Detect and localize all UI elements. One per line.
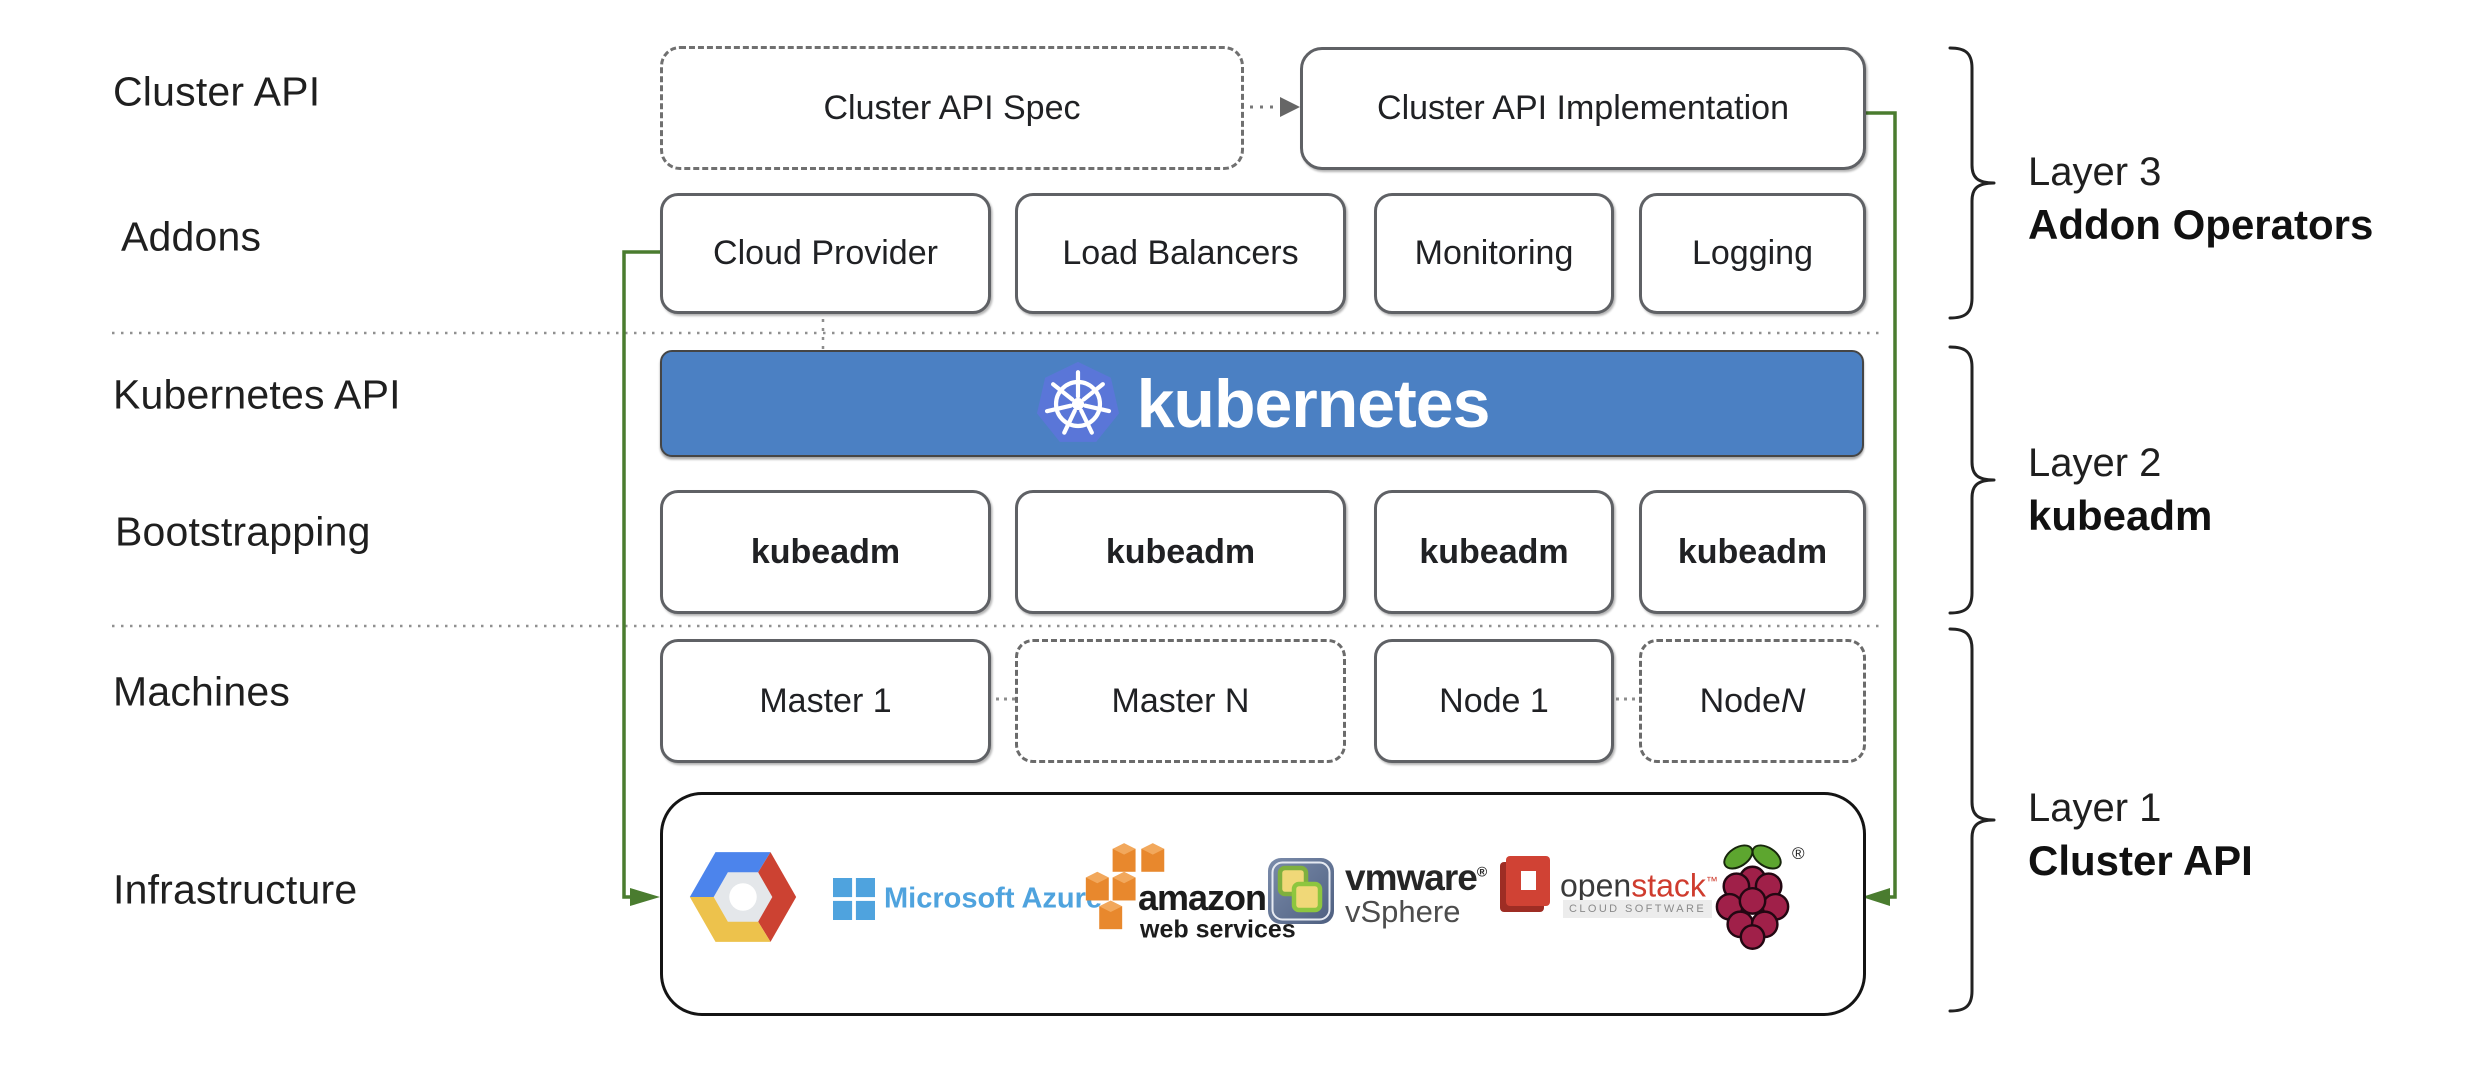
layer-2-bracket — [1948, 345, 1996, 615]
openstack-subtitle: CLOUD SOFTWARE — [1563, 900, 1713, 918]
box-node-n: Node ​N — [1639, 639, 1866, 763]
box-master-1: Master 1 — [660, 639, 991, 763]
box-kubeadm-4: kubeadm — [1639, 490, 1866, 614]
google-cloud-icon — [688, 848, 798, 946]
raspberry-pi-icon — [1712, 840, 1794, 954]
aws-cubes-icon — [1082, 843, 1170, 935]
arrow-spec-to-implementation — [1240, 97, 1300, 117]
layer-3-bracket — [1948, 46, 1996, 320]
layer-1-bracket — [1948, 627, 1996, 1013]
vsphere-label: vSphere — [1345, 894, 1461, 929]
box-load-balancers: Load Balancers — [1015, 193, 1346, 314]
raspberry-pi-registered-mark: ® — [1792, 844, 1805, 863]
vmware-label: vmware® — [1345, 857, 1487, 898]
openstack-label: openstack™ — [1560, 867, 1718, 904]
box-node-1: Node 1 — [1374, 639, 1614, 763]
connector-implementation-to-infrastructure — [1860, 111, 1897, 906]
row-label-machines: Machines — [113, 668, 291, 715]
box-kubeadm-3: kubeadm — [1374, 490, 1614, 614]
row-label-infrastructure: Infrastructure — [113, 866, 358, 913]
box-kubeadm-1: kubeadm — [660, 490, 991, 614]
layer-3-label: Layer 3 Addon Operators — [2028, 150, 2374, 248]
box-cluster-api-spec: Cluster API Spec — [660, 46, 1244, 170]
vmware-icon — [1268, 858, 1334, 924]
box-cloud-provider: Cloud Provider — [660, 193, 991, 314]
row-label-bootstrapping: Bootstrapping — [115, 508, 371, 555]
kubernetes-wheel-icon — [1035, 361, 1121, 447]
aws-amazon-label: amazon — [1138, 877, 1267, 918]
row-label-kubernetes-api: Kubernetes API — [113, 371, 401, 418]
microsoft-azure-icon — [833, 878, 875, 920]
box-monitoring: Monitoring — [1374, 193, 1614, 314]
kubernetes-banner: kubernetes — [660, 350, 1864, 457]
openstack-icon — [1496, 852, 1554, 924]
box-master-n: Master N — [1015, 639, 1346, 763]
layer-2-label: Layer 2 kubeadm — [2028, 441, 2213, 539]
microsoft-azure-label: Microsoft Azure — [884, 882, 1103, 915]
row-label-addons: Addons — [121, 213, 262, 260]
layer-1-label: Layer 1 Cluster API — [2028, 786, 2253, 884]
box-logging: Logging — [1639, 193, 1866, 314]
connector-cloud-provider-to-infrastructure — [622, 250, 660, 906]
row-label-cluster-api: Cluster API — [113, 68, 321, 115]
aws-web-services-label: web services — [1140, 915, 1296, 944]
box-kubeadm-2: kubeadm — [1015, 490, 1346, 614]
box-cluster-api-implementation: Cluster API Implementation — [1300, 47, 1866, 170]
kubernetes-wordmark: kubernetes — [1136, 365, 1491, 442]
